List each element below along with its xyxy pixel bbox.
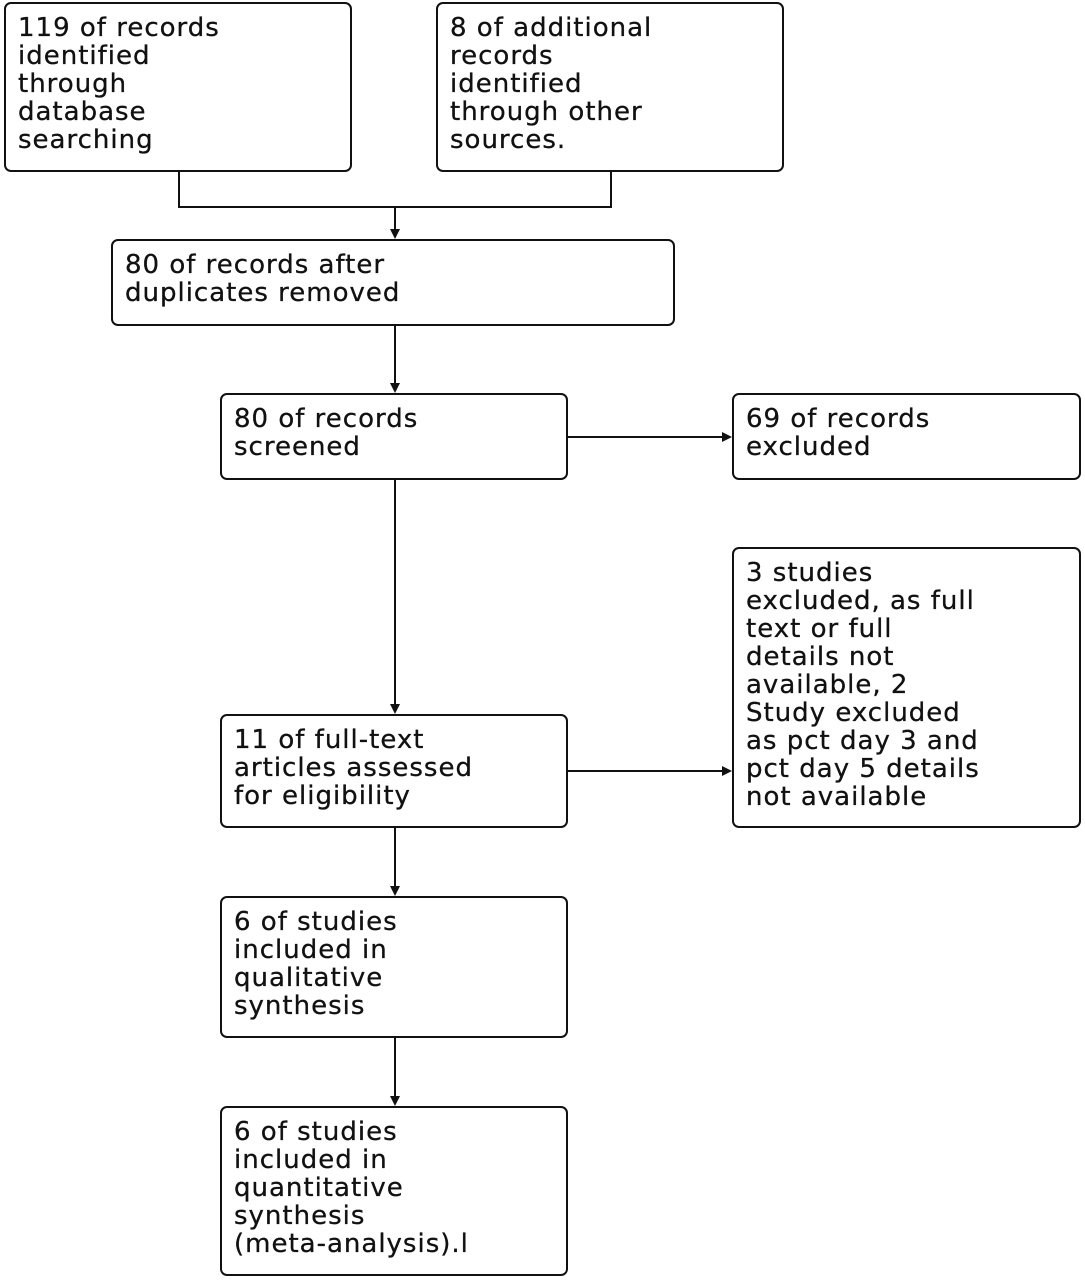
- box-after-duplicates-removed: 80 of records after duplicates removed: [111, 239, 675, 326]
- box-fulltext-excluded: 3 studies excluded, as full text or full…: [732, 547, 1081, 828]
- arrowhead-to-quantitative: [390, 1096, 400, 1106]
- box-records-excluded: 69 of records excluded: [732, 393, 1081, 480]
- arrowhead-to-after-duplicates: [390, 229, 400, 239]
- arrowhead-to-qualitative: [390, 886, 400, 896]
- box-identified-database: 119 of records identified through databa…: [4, 2, 352, 172]
- box-records-screened: 80 of records screened: [220, 393, 568, 480]
- connector-merge-top: [178, 172, 612, 208]
- arrowhead-to-fulltext-excluded: [722, 766, 732, 776]
- arrowhead-to-assessed: [390, 704, 400, 714]
- box-qualitative-synthesis: 6 of studies included in qualitative syn…: [220, 896, 568, 1038]
- box-quantitative-synthesis: 6 of studies included in quantitative sy…: [220, 1106, 568, 1276]
- box-fulltext-assessed: 11 of full-text articles assessed for el…: [220, 714, 568, 828]
- arrowhead-to-excluded: [722, 432, 732, 442]
- arrowhead-to-screened: [390, 383, 400, 393]
- box-identified-other-sources: 8 of additional records identified throu…: [436, 2, 784, 172]
